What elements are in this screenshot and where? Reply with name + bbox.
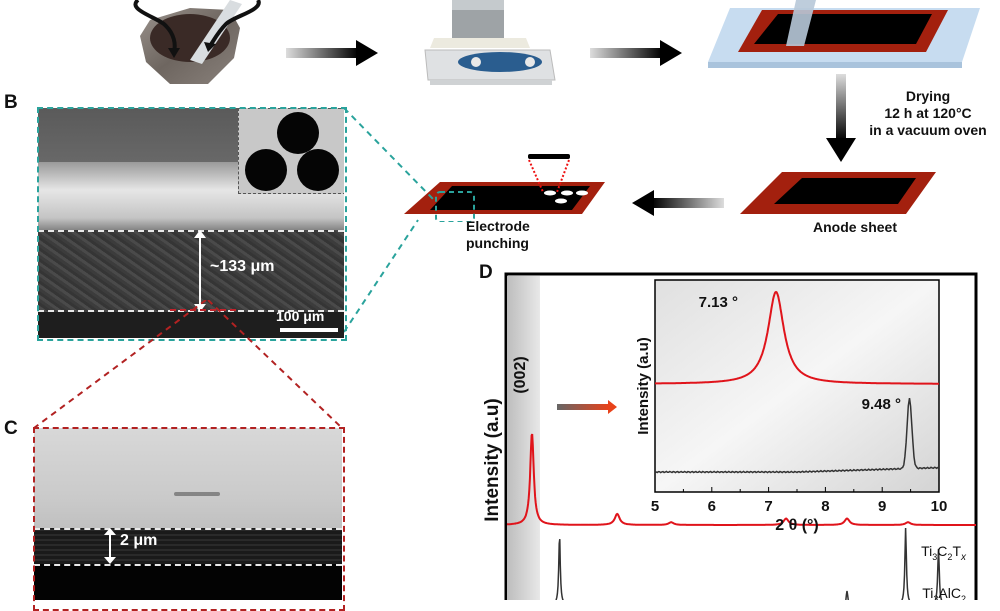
trace-ti3c2tx <box>507 433 976 526</box>
layer-boundary-bottom <box>38 310 344 312</box>
panel-letter-c: C <box>4 418 18 439</box>
layer-boundary-top-c <box>34 528 342 530</box>
inset-pointer-arrow <box>557 404 609 410</box>
main-ylabel: Intensity (a.u) <box>482 398 503 522</box>
process-arrow-2 <box>590 40 682 66</box>
zoom-lines-teal <box>343 107 435 333</box>
slurry-coating-illustration <box>708 0 980 68</box>
thickness-label-c: 2 μm <box>120 532 158 549</box>
inset-trace-ti3alc2 <box>654 397 940 474</box>
annotation-713: 7.13 ° <box>699 294 738 311</box>
annotation-948: 9.48 ° <box>862 396 901 413</box>
punching-line-2: punching <box>466 235 529 251</box>
inset-xtick-label-7: 7 <box>764 498 772 515</box>
drying-label: Drying 12 h at 120°C in a vacuum oven <box>856 88 1000 139</box>
xrd-main-chart: 5 6 7 8 9 10 Intensity (a.u) (002) Intensity … <box>482 272 978 600</box>
scale-bar-label: 100 μm <box>276 308 325 324</box>
process-arrow-1 <box>286 40 378 66</box>
inset-ylabel: Intensity (a.u) <box>635 337 652 435</box>
electrode-punching-label: Electrode punching <box>466 218 546 252</box>
layer-boundary-bottom-c <box>34 564 342 566</box>
inset-electrode-discs <box>238 108 344 194</box>
peak-002-label: (002) <box>512 356 529 393</box>
thickness-arrow-c <box>104 528 116 564</box>
anode-sheet-illustration <box>740 172 936 214</box>
inset-xtick-label-10: 10 <box>931 498 948 515</box>
layer-boundary-top <box>38 230 344 232</box>
magnetic-stirrer-illustration <box>424 0 556 85</box>
inset-pointer-arrowhead <box>608 400 617 414</box>
panel-letter-b: B <box>4 92 18 113</box>
thickness-label-b: ~133 μm <box>210 258 275 275</box>
inset-trace-ti3c2tx <box>655 290 939 385</box>
anode-sheet-label: Anode sheet <box>812 219 897 235</box>
legend-ti3c2tx: Ti3C2Tx <box>921 543 967 563</box>
process-arrow-down <box>826 74 856 162</box>
peak-002-highlight <box>507 276 540 600</box>
inset-xtick-label-9: 9 <box>878 498 886 515</box>
panel-c-frame <box>33 427 345 611</box>
drying-line-2: 12 h at 120°C <box>884 105 972 121</box>
inset-xlabel: 2 θ (°) <box>775 517 819 534</box>
inset-xtick-label-8: 8 <box>821 498 829 515</box>
inset-xtick-label-6: 6 <box>708 498 716 515</box>
sem-image-cross-section: ~133 μm 100 μm <box>38 108 344 338</box>
zoom-lines-red <box>33 300 343 429</box>
thickness-arrow-b <box>194 230 206 312</box>
sem-image-high-mag: 2 μm <box>34 428 342 600</box>
scale-bar <box>280 328 338 332</box>
panel-letter-d: D <box>479 262 493 283</box>
drying-line-1: Drying <box>905 88 951 104</box>
inset-xtick-label-5: 5 <box>651 498 659 515</box>
panel-b-frame <box>37 107 347 341</box>
drying-line-3: in a vacuum oven <box>869 122 987 138</box>
process-arrow-left <box>632 190 724 216</box>
inset-plot-frame <box>654 279 940 493</box>
legend-ti3alc2: Ti3AlC2 <box>922 585 966 600</box>
punching-line-1: Electrode <box>466 218 530 234</box>
mortar-pestle-illustration <box>133 0 261 84</box>
electrode-punching-illustration <box>404 154 605 222</box>
